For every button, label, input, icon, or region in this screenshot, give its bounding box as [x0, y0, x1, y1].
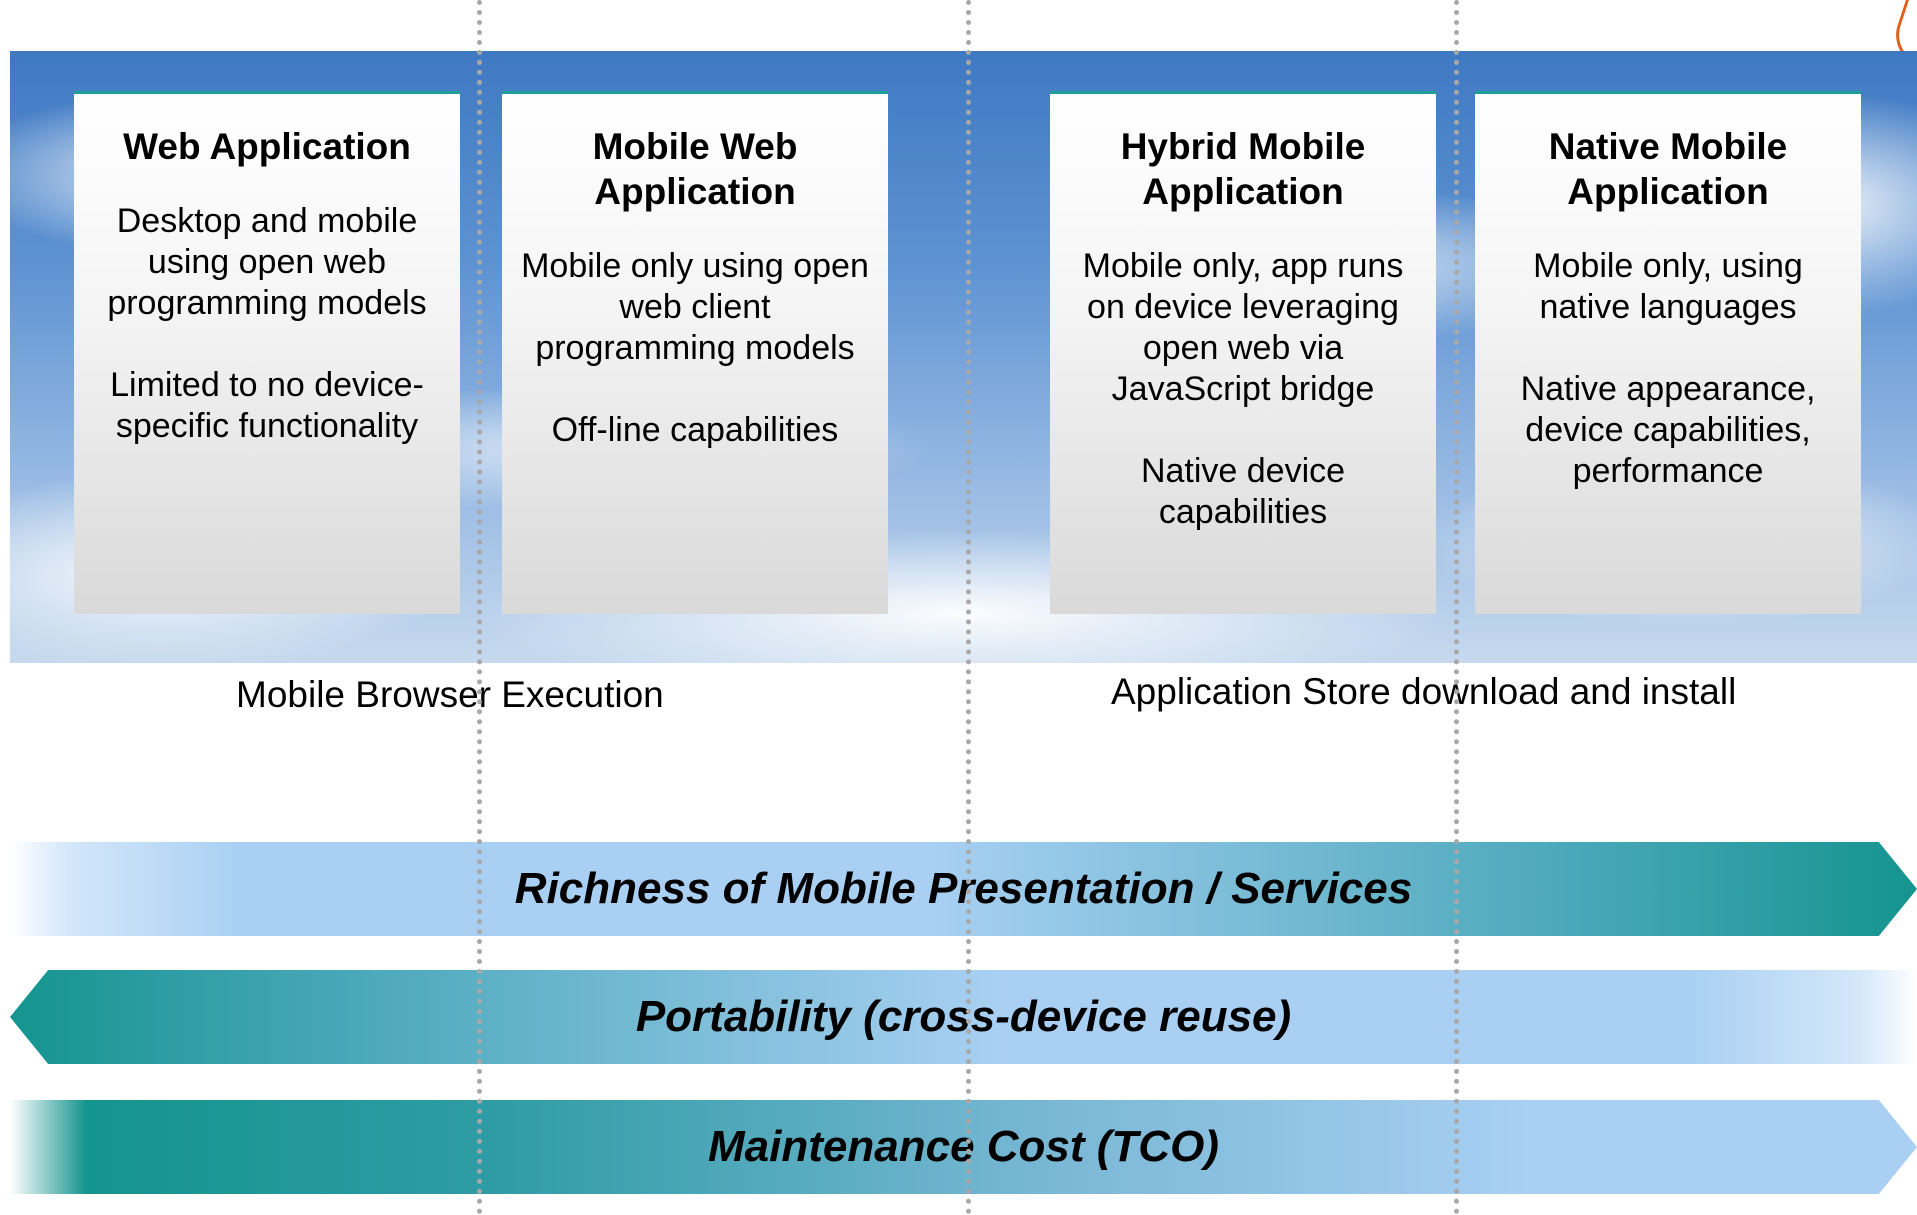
card-title: Native Mobile Application [1548, 126, 1788, 212]
card-description: Mobile only, using native languages [1533, 247, 1803, 326]
card-description: Mobile only using open web client progra… [521, 247, 869, 367]
card-note: Limited to no device-specific functional… [110, 366, 424, 445]
column-divider [966, 0, 971, 1215]
card-note: Native device capabilities [1140, 452, 1346, 531]
card-description: Desktop and mobile using open web progra… [107, 202, 427, 322]
card-note: Off-line capabilities [551, 411, 839, 449]
card-native-mobile-application: Native Mobile Application Mobile only, u… [1475, 91, 1861, 614]
caption-app-store-install: Application Store download and install [1111, 671, 1737, 712]
card-title: Hybrid Mobile Application [1120, 126, 1366, 212]
card-mobile-web-application: Mobile Web Application Mobile only using… [502, 91, 888, 614]
arrow-label: Portability (cross-device reuse) [635, 992, 1292, 1041]
card-description: Mobile only, app runs on device leveragi… [1082, 247, 1404, 408]
card-web-application: Web Application Desktop and mobile using… [74, 91, 460, 614]
column-divider [477, 0, 482, 1215]
column-divider [1454, 0, 1459, 1215]
arrow-label: Richness of Mobile Presentation / Servic… [514, 864, 1413, 913]
arrow-maintenance-cost: Maintenance Cost (TCO) [10, 1100, 1917, 1194]
card-hybrid-mobile-application: Hybrid Mobile Application Mobile only, a… [1050, 91, 1436, 614]
arrow-label: Maintenance Cost (TCO) [708, 1122, 1219, 1171]
arrow-portability: Portability (cross-device reuse) [10, 970, 1917, 1064]
card-title: Web Application [123, 126, 411, 167]
card-title: Mobile Web Application [592, 126, 798, 212]
card-note: Native appearance, device capabilities, … [1520, 370, 1816, 490]
arrow-richness: Richness of Mobile Presentation / Servic… [10, 842, 1917, 936]
caption-browser-execution: Mobile Browser Execution [236, 674, 664, 715]
